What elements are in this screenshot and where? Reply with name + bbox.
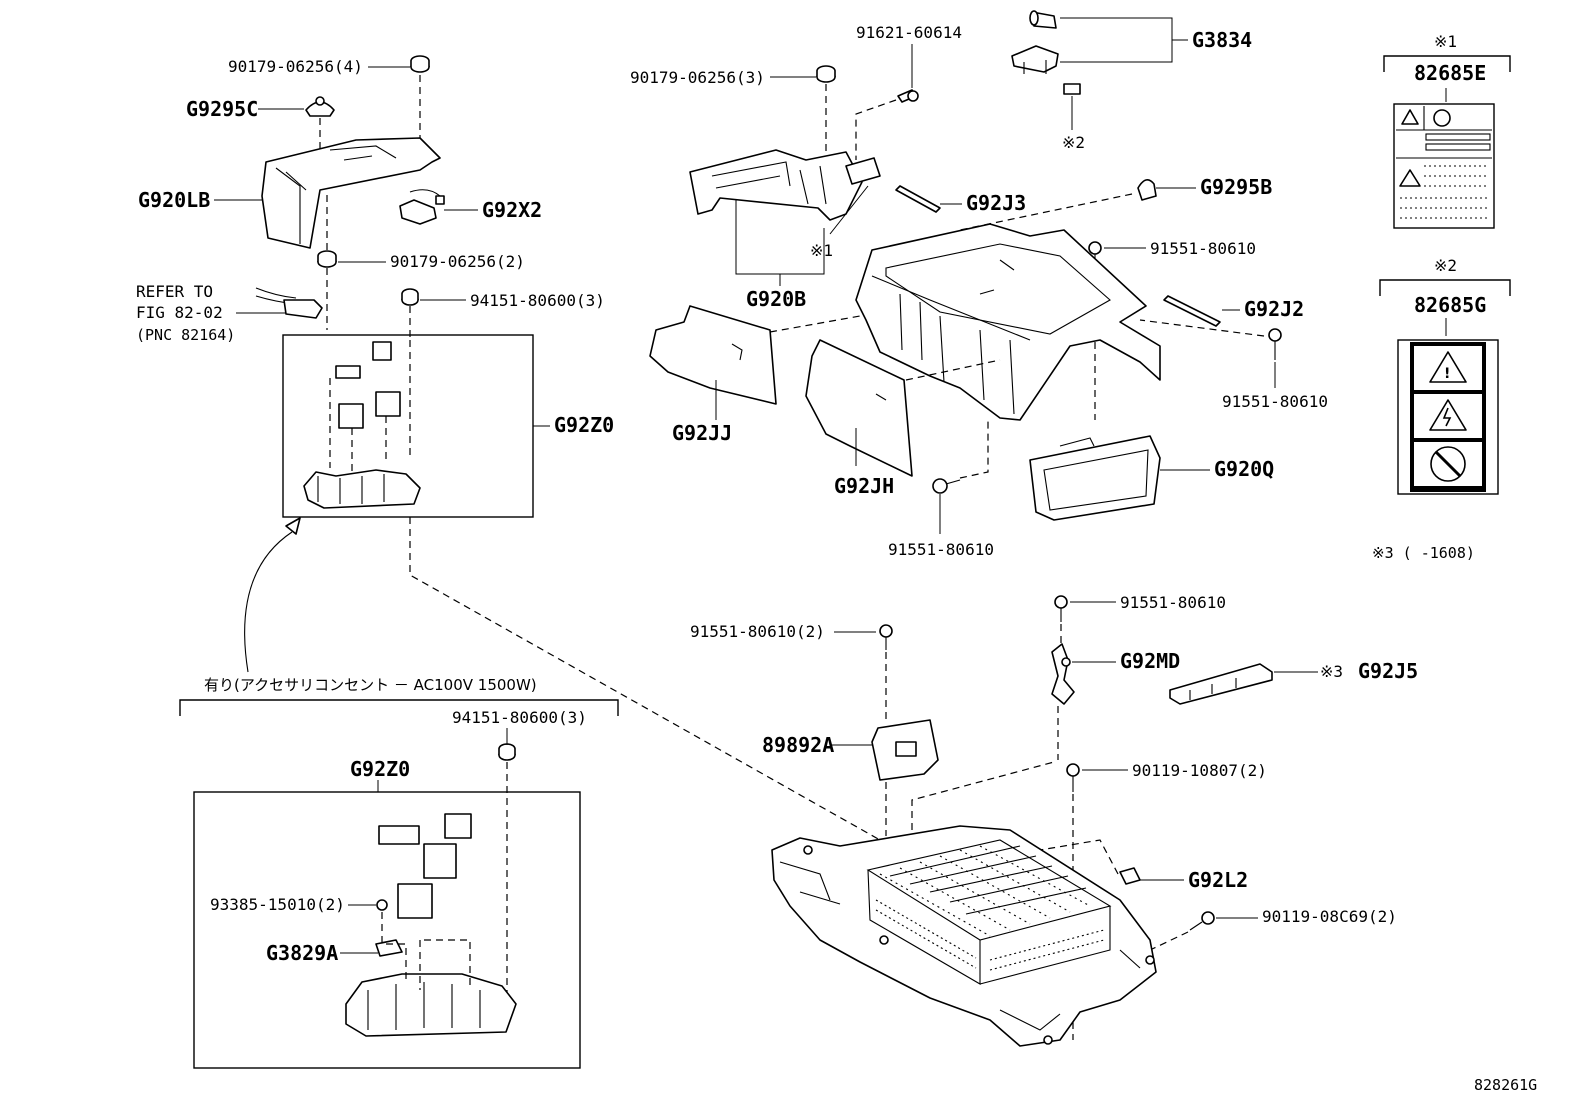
label-90179-06256-2: 90179-06256(2): [390, 252, 525, 271]
label-g92md: G92MD: [1120, 649, 1180, 673]
label-91551-80610-2: 91551-80610(2): [690, 622, 825, 641]
ref-3-a: ※3: [1320, 662, 1343, 681]
label-90179-06256-4: 90179-06256(4): [228, 57, 363, 76]
bracket-g92j5[interactable]: [1169, 663, 1273, 705]
label-93385-15010-2: 93385-15010(2): [210, 895, 345, 914]
label-g92j5: G92J5: [1358, 659, 1418, 683]
note-1-mark: ※1: [1434, 32, 1457, 51]
label-90119-08c69-2: 90119-08C69(2): [1262, 907, 1397, 926]
label-g9295c: G9295C: [186, 97, 258, 121]
label-91551-80610-d: 91551-80610: [1120, 593, 1226, 612]
bracket-g92md[interactable]: [1051, 643, 1075, 705]
label-g92j2: G92J2: [1244, 297, 1304, 321]
ref-1-a: ※1: [810, 241, 833, 260]
bolt-90119-08c69[interactable]: [1189, 911, 1215, 931]
relay-box-g92z0-top[interactable]: [282, 334, 534, 518]
label-89892a: 89892A: [762, 733, 834, 757]
label-g92l2: G92L2: [1188, 868, 1248, 892]
refer-to-line2: FIG 82-02: [136, 303, 223, 322]
ref-2-a: ※2: [1062, 133, 1085, 152]
clip-g9295c[interactable]: [305, 96, 335, 117]
warning-label-82685g[interactable]: !: [1397, 339, 1499, 495]
bolt-91551-2[interactable]: [879, 624, 893, 650]
figure-number: 828261G: [1474, 1076, 1537, 1094]
label-94151-80600-3-top: 94151-80600(3): [470, 291, 605, 310]
cover-g920lb[interactable]: [261, 137, 441, 249]
label-g3834: G3834: [1192, 28, 1252, 52]
prohibition-icon: [1434, 450, 1462, 478]
label-90179-06256-3: 90179-06256(3): [630, 68, 765, 87]
upper-cover-assembly: 90179-06256(4) G9295C G920LB G92X2: [136, 55, 605, 344]
label-91551-80610-b: 91551-80610: [1222, 392, 1328, 411]
label-g92z0-top: G92Z0: [554, 413, 614, 437]
hybrid-battery-pack[interactable]: [771, 825, 1157, 1047]
label-90119-10807-2: 90119-10807(2): [1132, 761, 1267, 780]
refer-to-line1: REFER TO: [136, 282, 213, 301]
exclaim-icon: !: [1444, 366, 1450, 382]
label-g92j3: G92J3: [966, 191, 1026, 215]
sensor-g3834[interactable]: [1011, 10, 1081, 95]
label-g920b: G920B: [746, 287, 806, 311]
label-91551-80610-c: 91551-80610: [888, 540, 994, 559]
label-82685e: 82685E: [1414, 61, 1486, 85]
label-g920q: G920Q: [1214, 457, 1274, 481]
label-g92jj: G92JJ: [672, 421, 732, 445]
ecu-89892a[interactable]: [871, 719, 939, 781]
label-g92z0-bottom: G92Z0: [350, 757, 410, 781]
label-g920lb: G920LB: [138, 188, 210, 212]
connector-ref-82164: [255, 287, 323, 319]
label-g9295b: G9295B: [1200, 175, 1272, 199]
clip-g9295b[interactable]: [1137, 179, 1157, 201]
strip-g92j2[interactable]: [1163, 295, 1221, 327]
plug-g92l2[interactable]: [1119, 867, 1141, 885]
label-text-dots: [1400, 165, 1488, 219]
label-g92x2: G92X2: [482, 198, 542, 222]
relay-box-g92z0-bottom[interactable]: [193, 791, 581, 1069]
label-g3829a: G3829A: [266, 941, 338, 965]
nut-94151-top[interactable]: [401, 288, 419, 306]
variant-arrow: [244, 517, 301, 673]
insulator-g92jj[interactable]: [649, 305, 777, 405]
bolt-91551-d[interactable]: [1054, 595, 1068, 622]
nut-90179-2[interactable]: [317, 250, 337, 268]
battery-upper-cover[interactable]: [855, 223, 1161, 421]
label-91551-80610-a: 91551-80610: [1150, 239, 1256, 258]
bolt-91621-60614[interactable]: [897, 89, 919, 103]
bracket-g920b[interactable]: [689, 149, 863, 221]
insulator-g92jh[interactable]: [805, 339, 913, 477]
label-91621-60614: 91621-60614: [856, 23, 962, 42]
note-2-mark: ※2: [1434, 256, 1457, 275]
bolt-91551-c[interactable]: [932, 478, 961, 494]
label-g92jh: G92JH: [834, 474, 894, 498]
bolt-90119-10807[interactable]: [1066, 763, 1080, 792]
caution-label-82685e[interactable]: [1393, 103, 1495, 229]
high-voltage-icon: [1442, 407, 1452, 427]
note-3: ※3 ( -1608): [1372, 544, 1475, 562]
refer-to-line3: (PNC 82164): [136, 326, 235, 344]
bracket-g920q[interactable]: [1029, 435, 1161, 521]
nut-90179-3[interactable]: [816, 65, 836, 83]
label-94151-80600-3-bottom: 94151-80600(3): [452, 708, 587, 727]
strip-g92j3[interactable]: [895, 185, 941, 213]
harness-g92x2[interactable]: [399, 189, 445, 225]
label-82685g: 82685G: [1414, 293, 1486, 317]
jp-variant-note: 有り(アクセサリコンセント － AC100V 1500W): [204, 676, 537, 694]
nut-94151-bottom[interactable]: [498, 743, 516, 761]
bolt-91551-b[interactable]: [1268, 328, 1282, 360]
nut-90179-4[interactable]: [410, 55, 430, 73]
